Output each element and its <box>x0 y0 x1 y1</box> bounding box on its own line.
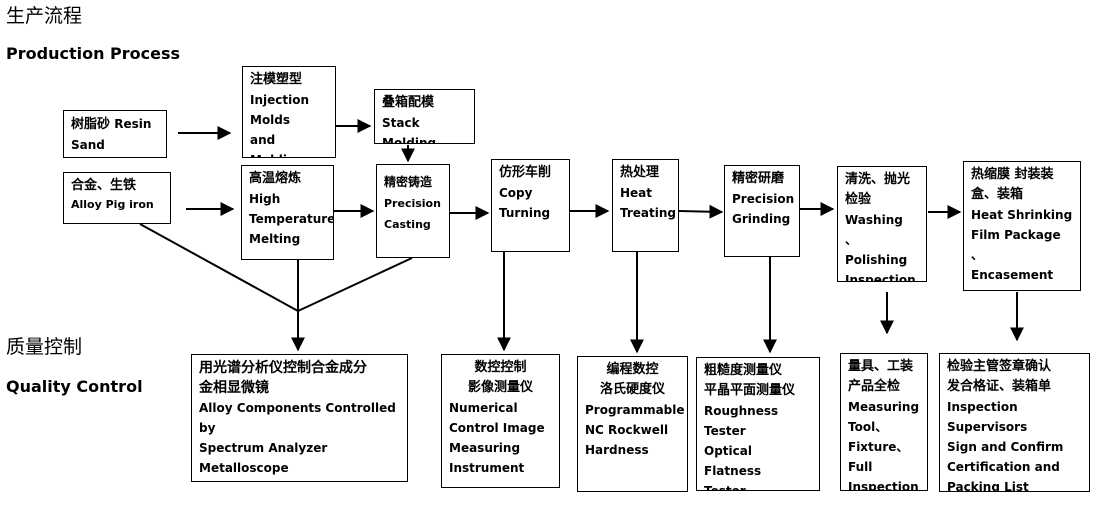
injection-molding-box: 注模塑型 Injection Molds and Molding <box>242 66 336 158</box>
melting-en-line2: Temperature <box>249 212 334 226</box>
supervisor-en-line3: Certification and <box>947 460 1060 474</box>
washing-polishing-box: 清洗、抛光 检验 Washing 、 Polishing Inspection <box>837 166 927 282</box>
heat-treating-en-line2: Treating <box>620 206 677 220</box>
roughness-cn-line1: 粗糙度测量仪 <box>704 363 783 378</box>
casting-en-line1: Precision <box>384 197 441 210</box>
nc-image-measuring-box: 数控控制 影像测量仪 Numerical Control Image Measu… <box>441 354 560 488</box>
nc-image-cn-line1: 数控控制 <box>474 360 527 375</box>
quality-control-cn-heading: 质量控制 <box>6 336 83 358</box>
washing-en-line3: Inspection <box>845 273 916 282</box>
melting-box: 高温熔炼 High Temperature Melting <box>241 165 334 260</box>
quality-control-heading: Quality Control <box>6 377 143 396</box>
washing-en-line1: Washing 、 <box>845 213 903 247</box>
packing-cn-line1: 热缩膜 封装装 <box>971 167 1054 182</box>
injection-en-line1: Injection <box>250 93 310 107</box>
merge-line-casting <box>297 257 413 312</box>
washing-cn-line1: 清洗、抛光 <box>845 172 911 187</box>
spectrum-en-line3: Metalloscope <box>199 461 289 475</box>
fixture-en-line1: Measuring <box>848 400 920 414</box>
copy-turning-cn: 仿形车削 <box>499 165 552 180</box>
precision-grinding-box: 精密研磨 Precision Grinding <box>724 165 800 257</box>
heat-shrinking-packing-box: 热缩膜 封装装 盒、装箱 Heat Shrinking Film Package… <box>963 161 1081 291</box>
production-process-heading: Production Process <box>6 44 181 63</box>
fixture-en-line4: Inspection <box>848 480 919 491</box>
fixture-en-line2: Tool、 <box>848 420 888 434</box>
stack-molding-box: 叠箱配模 Stack Molding <box>374 89 475 144</box>
packing-cn-line2: 盒、装箱 <box>971 187 1024 202</box>
casting-cn: 精密铸造 <box>384 175 433 189</box>
fixture-cn-line2: 产品全检 <box>848 379 901 394</box>
spectrum-en-line1: Alloy Components Controlled by <box>199 401 396 435</box>
stack-molding-en: Stack Molding <box>382 116 437 144</box>
roughness-en-line3: Tester <box>704 484 746 491</box>
rockwell-cn-line1: 编程数控 <box>606 362 659 377</box>
copy-turning-en-line1: Copy <box>499 186 533 200</box>
roughness-tester-box: 粗糙度测量仪 平晶平面测量仪 Roughness Tester Optical … <box>696 357 820 491</box>
heat-treating-en-line1: Heat <box>620 186 653 200</box>
grinding-en-line1: Precision <box>732 192 795 206</box>
roughness-cn-line2: 平晶平面测量仪 <box>704 383 796 398</box>
alloy-pig-iron-box: 合金、生铁 Alloy Pig iron <box>63 172 171 224</box>
resin-sand-en: Resin Sand <box>71 117 152 152</box>
nc-image-en-line2: Control Image <box>449 421 545 435</box>
casting-en-line2: Casting <box>384 218 431 231</box>
supervisor-cn-line2: 发合格证、装箱单 <box>947 379 1052 394</box>
heat-treating-box: 热处理 Heat Treating <box>612 159 679 252</box>
melting-cn: 高温熔炼 <box>249 171 302 186</box>
rockwell-cn-line2: 洛氏硬度仪 <box>599 382 665 397</box>
washing-cn-line2: 检验 <box>845 192 872 207</box>
fixture-en-line3: Fixture、Full <box>848 440 909 474</box>
spectrum-analyzer-box: 用光谱分析仪控制合金成分 金相显微镜 Alloy Components Cont… <box>191 354 408 482</box>
resin-sand-box: 树脂砂 Resin Sand <box>63 110 167 158</box>
copy-turning-box: 仿形车削 Copy Turning <box>491 159 570 252</box>
melting-en-line3: Melting <box>249 232 301 246</box>
rockwell-en-line3: Hardness <box>585 443 649 457</box>
supervisor-en-line4: Packing List <box>947 480 1029 492</box>
grinding-en-line2: Grinding <box>732 212 791 226</box>
arrow-heat-to-grinding <box>678 204 724 219</box>
roughness-en-line2: Optical Flatness <box>704 444 762 478</box>
nc-image-en-line1: Numerical <box>449 401 518 415</box>
packing-en-line2: Film Package 、 <box>971 228 1061 262</box>
copy-turning-en-line2: Turning <box>499 206 551 220</box>
merge-line-alloy <box>139 223 299 312</box>
washing-en-line2: Polishing <box>845 253 908 267</box>
spectrum-cn-line2: 金相显微镜 <box>199 380 269 396</box>
injection-cn: 注模塑型 <box>250 72 303 87</box>
roughness-en-line1: Roughness Tester <box>704 404 779 438</box>
inspection-supervisor-box: 检验主管签章确认 发合格证、装箱单 Inspection Supervisors… <box>939 353 1090 492</box>
packing-en-line3: Encasement <box>971 268 1054 282</box>
nc-image-cn-line2: 影像测量仪 <box>467 380 533 395</box>
packing-en-line1: Heat Shrinking <box>971 208 1073 222</box>
injection-en-line3: and Molding <box>250 133 304 157</box>
fixture-cn-line1: 量具、工装 <box>848 359 914 374</box>
nc-image-en-line3: Measuring <box>449 441 521 455</box>
supervisor-en-line2: Sign and Confirm <box>947 440 1064 454</box>
grinding-cn: 精密研磨 <box>732 171 785 186</box>
melting-en-line1: High <box>249 192 281 206</box>
supervisor-en-line1: Inspection Supervisors <box>947 400 1028 434</box>
spectrum-cn-line1: 用光谱分析仪控制合金成分 <box>199 360 367 376</box>
heat-treating-cn: 热处理 <box>620 165 660 180</box>
alloy-pig-iron-cn: 合金、生铁 <box>71 178 137 193</box>
rockwell-en-line2: NC Rockwell <box>585 423 669 437</box>
nc-image-en-line4: Instrument <box>449 461 525 475</box>
rockwell-hardness-box: 编程数控 洛氏硬度仪 Programmable NC Rockwell Hard… <box>577 356 688 492</box>
supervisor-cn-line1: 检验主管签章确认 <box>947 359 1052 374</box>
alloy-pig-iron-en: Alloy Pig iron <box>71 198 154 211</box>
production-process-cn-heading: 生产流程 <box>6 5 83 27</box>
resin-sand-cn: 树脂砂 <box>71 117 111 132</box>
injection-en-line2: Molds <box>250 113 291 127</box>
measuring-fixture-box: 量具、工装 产品全检 Measuring Tool、 Fixture、Full … <box>840 353 928 491</box>
rockwell-en-line1: Programmable <box>585 403 685 417</box>
precision-casting-box: 精密铸造 Precision Casting <box>376 164 450 258</box>
spectrum-en-line2: Spectrum Analyzer <box>199 441 328 455</box>
stack-molding-cn: 叠箱配模 <box>382 95 435 110</box>
